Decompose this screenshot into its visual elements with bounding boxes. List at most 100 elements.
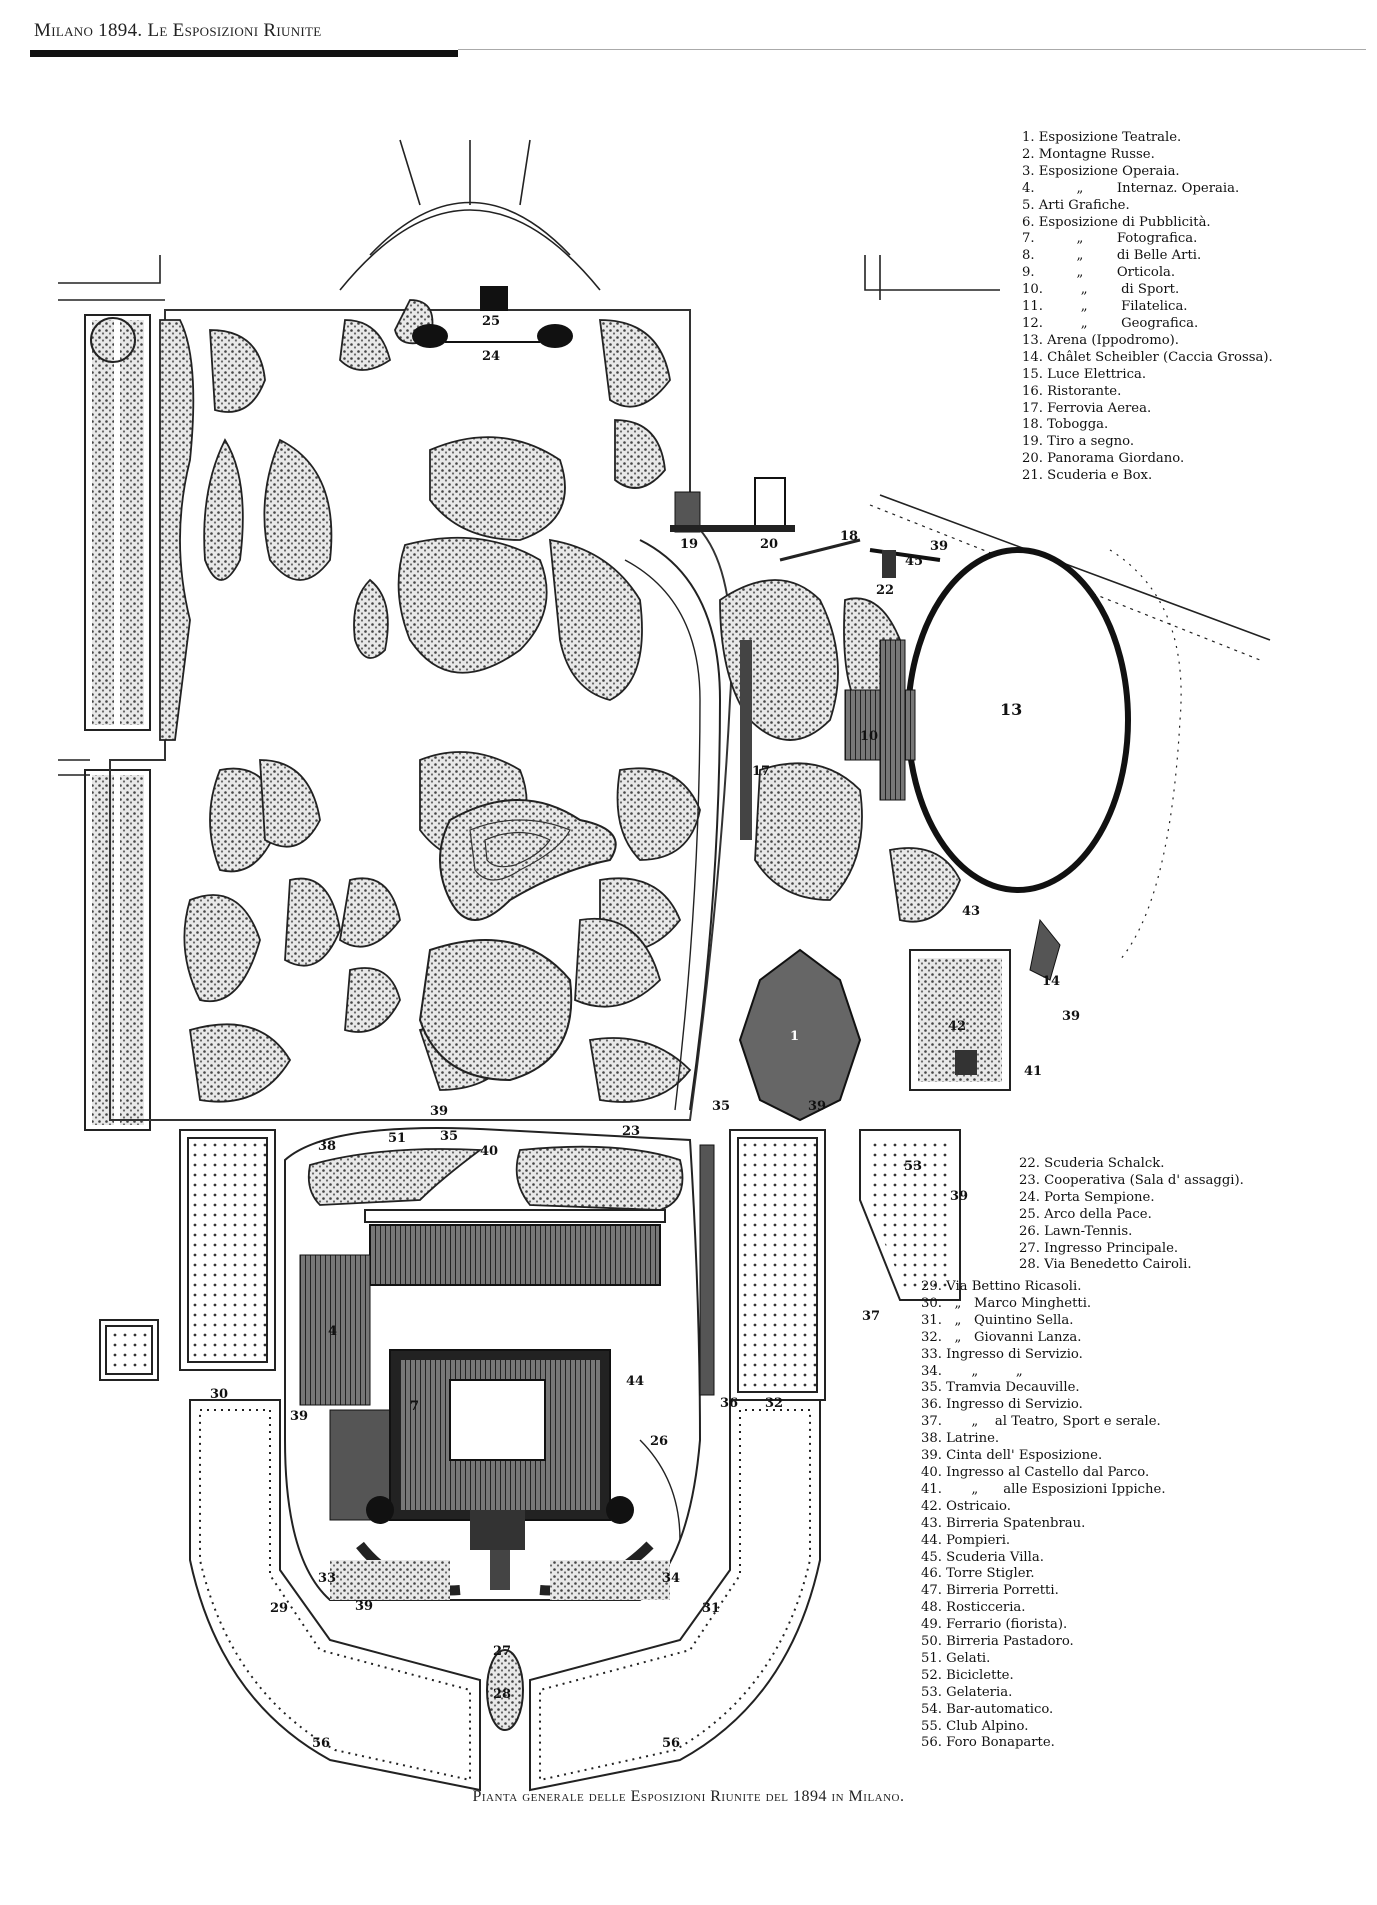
legend-item: 25. Arco della Pace. [1019, 1206, 1152, 1222]
legend-item: 15. Luce Elettrica. [1022, 366, 1147, 382]
legend-item: 2. Montagne Russe. [1022, 146, 1155, 162]
central-hill [418, 799, 617, 1082]
castello-area [284, 1127, 715, 1601]
legend-item: 50. Birreria Pastadoro. [921, 1634, 1074, 1650]
legend-item: 17. Ferrovia Aerea. [1022, 400, 1152, 416]
legend-item: 30. „ Marco Minghetti. [921, 1295, 1092, 1311]
map-label-1: 1 [790, 1029, 799, 1044]
map-label-40: 40 [480, 1144, 498, 1159]
header-rule-thick [30, 50, 458, 57]
legend-item: 42. Ostricaio. [921, 1498, 1011, 1514]
legend-item: 4. „ Internaz. Operaia. [1022, 180, 1240, 196]
map-label-44: 44 [626, 1374, 644, 1389]
map-label-14: 14 [1042, 974, 1060, 989]
map-label-39d: 39 [950, 1189, 968, 1204]
map-label-42: 42 [948, 1019, 966, 1034]
legend-item: 39. Cinta dell' Esposizione. [921, 1448, 1103, 1464]
legend-item: 45. Scuderia Villa. [921, 1549, 1044, 1565]
map-label-51: 51 [388, 1131, 406, 1146]
map-label-20: 20 [760, 537, 778, 552]
ostricaio-garden [909, 949, 1011, 1091]
legend-item: 38. Latrine. [921, 1431, 1000, 1447]
legend-item: 43. Birreria Spatenbrau. [921, 1515, 1086, 1531]
legend-item: 33. Ingresso di Servizio. [921, 1346, 1083, 1362]
map-label-37: 37 [862, 1309, 880, 1324]
legend-item: 41. „ alle Esposizioni Ippiche. [921, 1481, 1166, 1497]
map-label-32: 32 [765, 1396, 783, 1411]
legend-item: 19. Tiro a segno. [1022, 434, 1135, 450]
legend-item: 52. Biciclette. [921, 1667, 1014, 1683]
legend-item: 3. Esposizione Operaia. [1022, 163, 1180, 179]
city-streets [58, 139, 1000, 776]
legend-group-1: 1. Esposizione Teatrale.2. Montagne Russ… [1022, 130, 1273, 485]
legend-item: 35. Tramvia Decauville. [921, 1380, 1080, 1396]
legend-item: 6. Esposizione di Pubblicità. [1022, 214, 1211, 230]
legend-item: 12. „ Geografica. [1022, 315, 1199, 331]
legend-item: 8. „ di Belle Arti. [1022, 248, 1202, 264]
legend-item: 26. Lawn-Tennis. [1019, 1223, 1133, 1239]
map-label-17: 17 [752, 764, 770, 779]
map-label-27: 27 [493, 1644, 511, 1659]
legend-item: 34. „ „ [921, 1363, 1023, 1379]
legend-item: 10. „ di Sport. [1022, 282, 1180, 298]
page-header-title: Milano 1894. Le Esposizioni Riunite [34, 20, 322, 41]
legend-group-3: 29. Via Bettino Ricasoli.30. „ Marco Min… [921, 1279, 1166, 1752]
legend-item: 48. Rosticceria. [921, 1600, 1026, 1616]
map-label-13: 13 [1000, 700, 1022, 719]
castello-courtyard [449, 1379, 546, 1461]
esposizione-operaia [369, 1224, 661, 1286]
rectangular-grounds [99, 1129, 961, 1401]
map-label-28: 28 [493, 1687, 511, 1702]
east-exhibition-area [719, 494, 1271, 1122]
map-label-56b: 56 [662, 1736, 680, 1751]
legend-item: 23. Cooperativa (Sala d' assaggi). [1019, 1172, 1244, 1188]
map-label-39b: 39 [430, 1104, 448, 1119]
map-label-39e: 39 [290, 1409, 308, 1424]
map-label-39f: 39 [1062, 1009, 1080, 1024]
legend-item: 53. Gelateria. [921, 1684, 1013, 1700]
arco-della-pace [480, 286, 508, 311]
legend-item: 32. „ Giovanni Lanza. [921, 1329, 1082, 1345]
park-road [639, 539, 722, 1111]
map-label-26: 26 [650, 1434, 668, 1449]
legend-item: 40. Ingresso al Castello dal Parco. [921, 1464, 1150, 1480]
map-label-35b: 35 [712, 1099, 730, 1114]
legend-item: 56. Foro Bonaparte. [921, 1735, 1055, 1751]
map-label-7: 7 [410, 1399, 419, 1414]
map-label-33: 33 [318, 1571, 336, 1586]
map-label-29: 29 [270, 1601, 288, 1616]
map-label-24: 24 [482, 349, 500, 364]
legend-item: 22. Scuderia Schalck. [1019, 1156, 1165, 1171]
map-label-56a: 56 [312, 1736, 330, 1751]
legend-item: 44. Pompieri. [921, 1532, 1011, 1548]
legend-item: 24. Porta Sempione. [1019, 1189, 1155, 1205]
map-label-10: 10 [860, 729, 878, 744]
legend-item: 20. Panorama Giordano. [1022, 451, 1185, 467]
map-label-18: 18 [840, 529, 858, 544]
map-label-23: 23 [622, 1124, 640, 1139]
legend-item: 31. „ Quintino Sella. [921, 1312, 1074, 1328]
legend-item: 21. Scuderia e Box. [1022, 468, 1153, 484]
map-label-38: 38 [318, 1139, 336, 1154]
map-label-53: 53 [904, 1159, 922, 1174]
pavilion-20 [754, 477, 786, 529]
legend-item: 49. Ferrario (fiorista). [921, 1617, 1068, 1633]
legend-item: 54. Bar-automatico. [921, 1701, 1054, 1717]
legend-item: 27. Ingresso Principale. [1019, 1240, 1179, 1256]
legend-item: 14. Châlet Scheibler (Caccia Grossa). [1022, 349, 1273, 365]
legend-item: 55. Club Alpino. [921, 1718, 1029, 1734]
southern-curved-avenues [189, 1399, 821, 1792]
map-label-35a: 35 [440, 1129, 458, 1144]
legend-item: 5. Arti Grafiche. [1022, 197, 1130, 213]
map-label-45: 45 [905, 554, 923, 569]
legend-item: 16. Ristorante. [1022, 383, 1122, 399]
esposizione-teatrale [738, 948, 862, 1122]
porta-sempione-left [412, 324, 448, 348]
legend-item: 37. „ al Teatro, Sport e serale. [921, 1414, 1161, 1430]
porta-sempione-right [537, 324, 573, 348]
map-label-19: 19 [680, 537, 698, 552]
legend-group-2: 22. Scuderia Schalck.23. Cooperativa (Sa… [1019, 1156, 1244, 1274]
map-label-22: 22 [876, 583, 894, 598]
legend-item: 28. Via Benedetto Cairoli. [1019, 1257, 1192, 1273]
